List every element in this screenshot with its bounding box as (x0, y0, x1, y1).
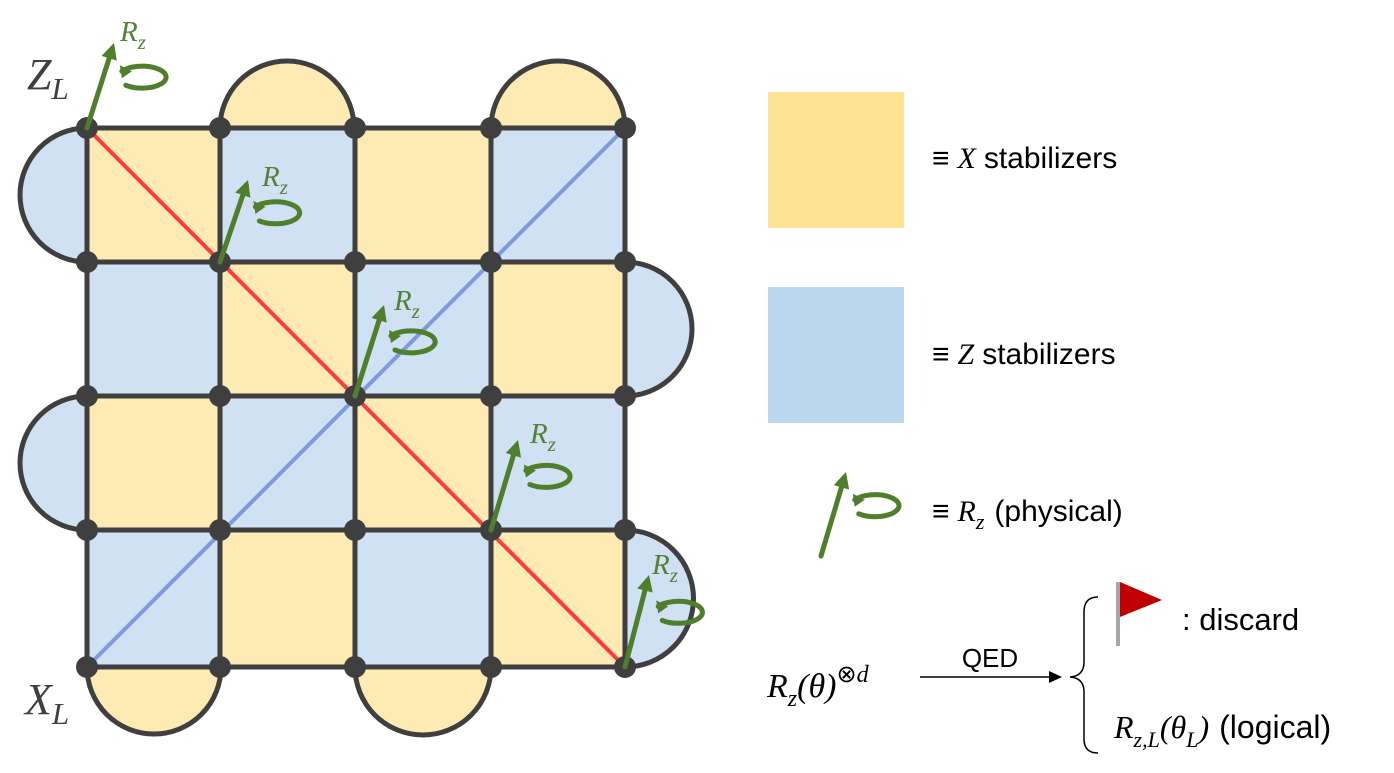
input-gate-label: Rz(θ)⊗d (766, 661, 870, 712)
top-boundary-x-stabilizer (488, 58, 628, 131)
rz-rotation-icon (622, 575, 705, 670)
qed-arrow-head (1049, 671, 1062, 683)
qubit-node (76, 519, 98, 541)
z-stabilizer-face (355, 530, 491, 667)
qubit-node (344, 251, 366, 273)
qubit-node (76, 385, 98, 407)
qubit-node (614, 251, 636, 273)
left-boundary-z-stabilizer (17, 393, 90, 533)
rz-label: Rz (651, 549, 678, 587)
x-logical-label: XL (23, 675, 69, 731)
data-qubits (76, 117, 636, 678)
qubit-node (480, 385, 502, 407)
bottom-boundary-x-stabilizer (84, 664, 224, 737)
top-boundary-x-stabilizer (217, 58, 357, 131)
rz-rotation-icon (217, 180, 303, 265)
rz-rotation-icon (488, 440, 573, 533)
left-boundary-z-stabilizer (17, 125, 90, 265)
qubit-node (76, 656, 98, 678)
discard-text: : discard (1182, 602, 1299, 637)
rz-legend-icon (818, 472, 902, 559)
z-logical-label: ZL (27, 50, 69, 106)
qubit-node (344, 656, 366, 678)
flag-icon (1116, 582, 1162, 646)
qubit-node (614, 117, 636, 139)
rz-rotation-icon (352, 305, 438, 399)
qubit-node (480, 117, 502, 139)
qubit-node (209, 656, 231, 678)
qubit-node (209, 385, 231, 407)
x-stabilizer-face (491, 262, 625, 396)
qubit-node (209, 519, 231, 541)
qubit-node (209, 117, 231, 139)
rz-legend-rotation-icon (818, 472, 902, 559)
rz-legend-text: ≡Rz(physical) (932, 495, 1123, 534)
x-stabilizer-face (355, 128, 491, 262)
qubit-node (614, 519, 636, 541)
boundary-stabilizers (17, 58, 696, 738)
x-stabilizer-face (87, 396, 220, 530)
qubit-node (76, 251, 98, 273)
rz-label: Rz (119, 16, 146, 54)
right-boundary-z-stabilizer (622, 259, 695, 399)
qubit-node (344, 117, 366, 139)
rz-rotation-icon (84, 43, 169, 131)
rz-label: Rz (529, 418, 556, 456)
bottom-boundary-x-stabilizer (352, 664, 494, 738)
x-stabilizer-face (220, 530, 355, 667)
qed-flow: Rz(θ)⊗d QED : discard Rz,L(θL)(logical) (766, 582, 1331, 754)
qed-arrow-label: QED (962, 643, 1018, 673)
qubit-node (480, 251, 502, 273)
qubit-node (344, 519, 366, 541)
logical-output-label: Rz,L(θL)(logical) (1113, 709, 1331, 752)
rz-labels: Rz Rz Rz Rz Rz (119, 16, 678, 587)
surface-code-lattice (17, 58, 696, 738)
rz-label: Rz (261, 161, 288, 199)
outcome-brace (1069, 596, 1099, 754)
z-stabilizer-face (87, 262, 220, 396)
z-stabilizer-swatch (768, 287, 904, 423)
rz-label: Rz (393, 285, 420, 323)
qubit-node (480, 656, 502, 678)
qubit-node (614, 385, 636, 407)
rz-rotations (84, 43, 705, 670)
x-stabilizer-swatch (768, 92, 904, 228)
